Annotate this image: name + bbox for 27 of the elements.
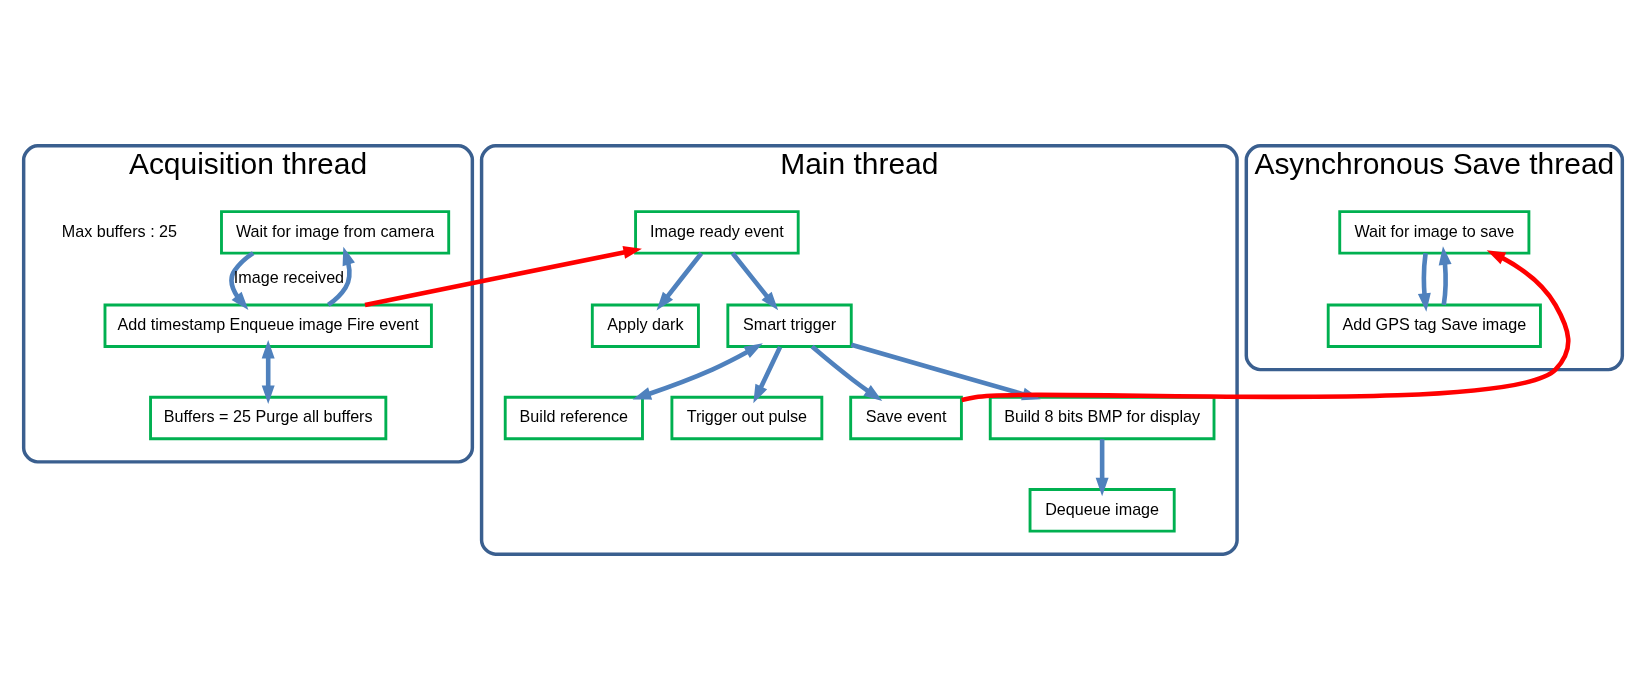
- node-box: Apply dark: [590, 303, 700, 348]
- edge-label: Image received: [233, 268, 345, 287]
- arrow: [326, 246, 355, 307]
- node-box: Image ready event: [634, 210, 800, 255]
- node-box: Build reference: [503, 395, 644, 441]
- arrow: [1438, 246, 1452, 306]
- node-box: Add GPS tag Save image: [1326, 303, 1542, 348]
- arrow: [364, 246, 642, 308]
- arrow: [730, 251, 779, 311]
- arrow: [753, 345, 783, 404]
- arrow: [229, 251, 255, 311]
- node-box: Smart trigger: [726, 303, 853, 348]
- node-box: Add timestamp Enqueue image Fire event: [103, 303, 433, 348]
- arrow: [261, 339, 275, 404]
- arrow: [1417, 252, 1431, 312]
- node-box: Buffers = 25 Purge all buffers: [149, 395, 388, 441]
- node-box: Build 8 bits BMP for display: [988, 395, 1216, 441]
- label: Max buffers : 25: [61, 221, 178, 240]
- arrow: [810, 344, 883, 402]
- node-box: Save event: [849, 395, 963, 441]
- arrow: [656, 251, 704, 311]
- node-box: Wait for image to save: [1338, 210, 1531, 255]
- node-box: Wait for image from camera: [220, 210, 451, 255]
- arrow: [632, 343, 763, 400]
- node-box: Trigger out pulse: [670, 395, 824, 441]
- arrow: [1095, 439, 1109, 497]
- node-box: Dequeue image: [1028, 488, 1176, 533]
